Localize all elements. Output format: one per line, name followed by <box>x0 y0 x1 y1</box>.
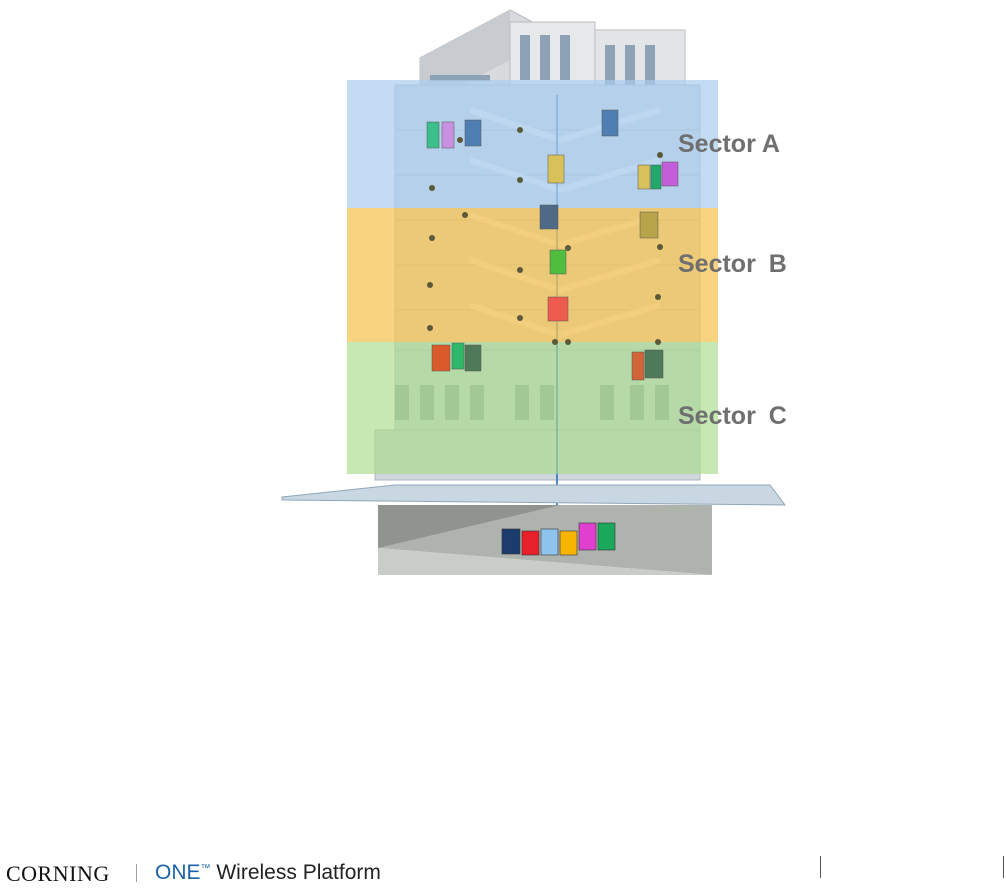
trademark-mark: ™ <box>201 863 211 874</box>
footer-divider <box>1003 856 1004 878</box>
sector-c-label: Sector C <box>678 402 787 430</box>
sector-a-band <box>347 80 718 208</box>
equipment-unit <box>560 531 577 555</box>
sector-b-band <box>347 208 718 342</box>
equipment-unit <box>579 523 596 550</box>
equipment-unit <box>541 529 558 555</box>
ground-plane <box>282 485 785 505</box>
sector-b-label: Sector B <box>678 250 787 278</box>
footer-divider <box>820 856 821 878</box>
product-rest: Wireless Platform <box>211 861 381 884</box>
footer-separator <box>136 864 137 882</box>
product-name: ONE™ Wireless Platform <box>155 861 381 885</box>
footer: CORNING ONE™ Wireless Platform <box>0 856 1006 891</box>
product-one: ONE <box>155 861 201 884</box>
equipment-unit <box>522 531 539 555</box>
equipment-unit <box>502 529 520 554</box>
corning-logo: CORNING <box>6 861 110 887</box>
sector-a-label: Sector A <box>678 130 780 158</box>
building-sector-diagram: Sector A Sector B Sector C <box>0 0 1006 856</box>
equipment-unit <box>598 523 615 550</box>
